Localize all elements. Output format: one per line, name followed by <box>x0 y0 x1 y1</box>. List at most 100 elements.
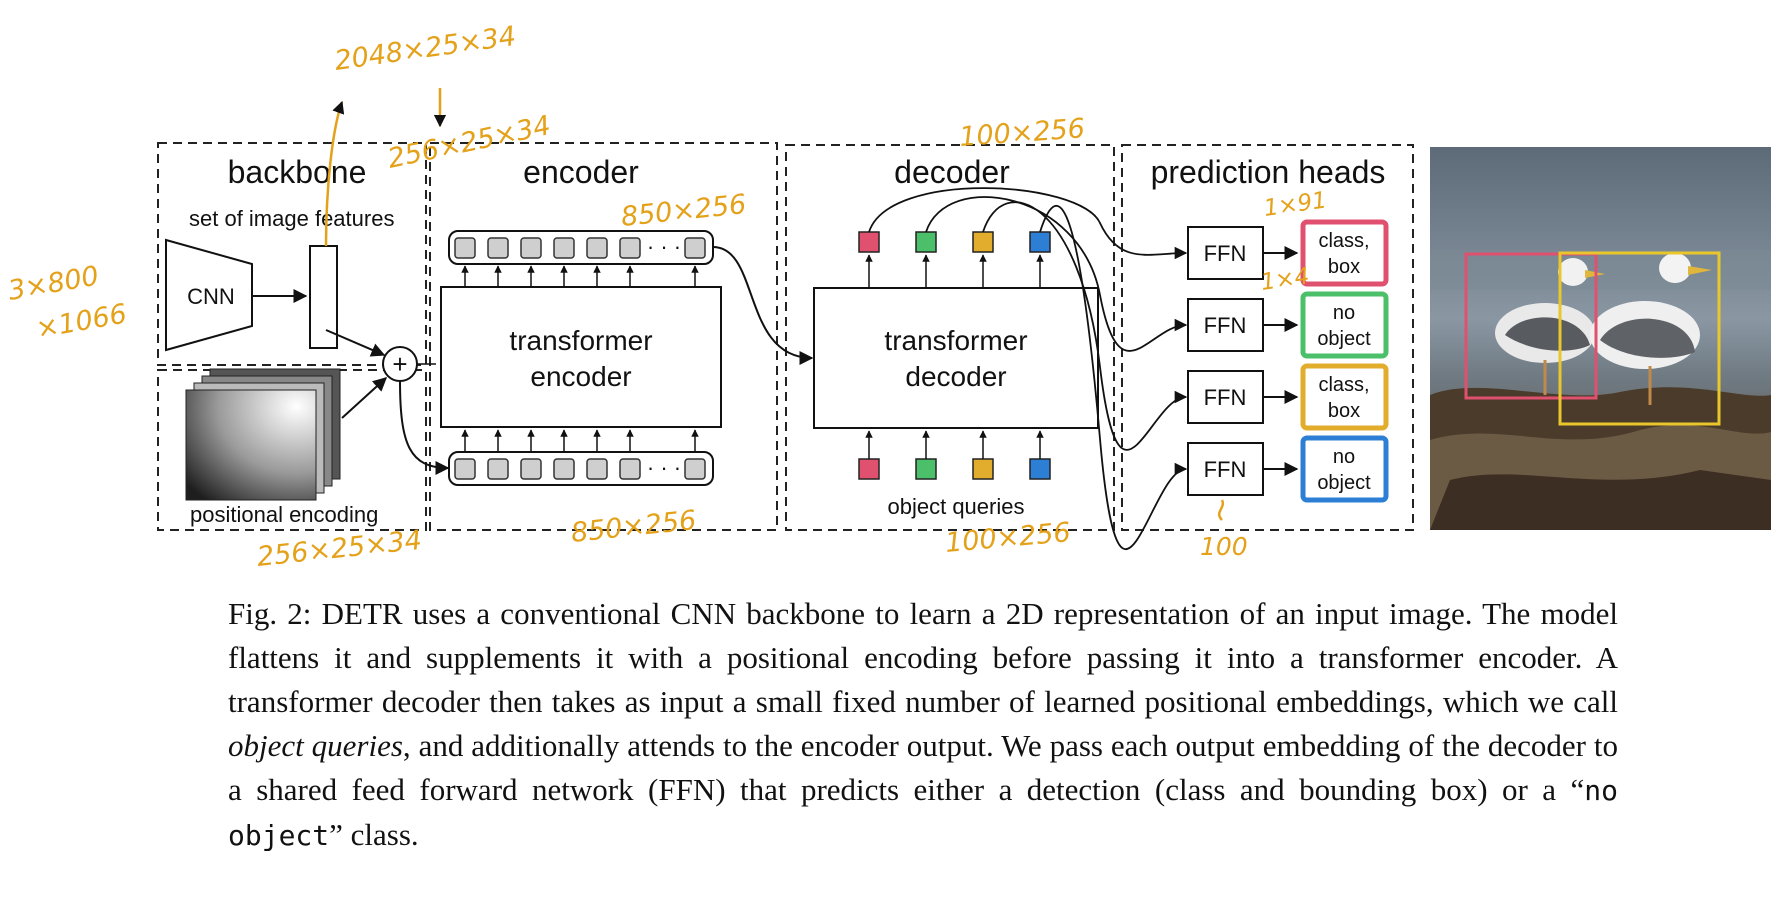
encoder-frame <box>429 142 778 531</box>
encoder-input-token <box>520 458 542 480</box>
caption-text-1: DETR uses a conventional CNN backbone to… <box>228 596 1618 719</box>
encoder-input-token <box>619 458 641 480</box>
ffn-box <box>1187 370 1264 424</box>
ffn-box <box>1187 226 1264 280</box>
image-features-label: set of image features <box>189 206 394 231</box>
transformer-encoder-label-1: transformer <box>509 325 652 356</box>
object-query <box>915 458 937 480</box>
encoder-bottom-ellipsis: · · · <box>647 455 681 480</box>
plus-to-tokens-arrow <box>399 380 450 475</box>
figure-caption: Fig. 2: DETR uses a conventional CNN bac… <box>228 592 1618 858</box>
hw-3x800: 3×800 <box>6 261 101 307</box>
object-query <box>972 458 994 480</box>
decoder-output-embedding <box>972 231 994 253</box>
transformer-decoder-label-2: decoder <box>905 361 1006 392</box>
caption-text-3: ” class. <box>329 817 419 852</box>
ffn-label: FFN <box>1204 313 1247 338</box>
prediction-output-box <box>1300 435 1389 503</box>
encoder-output-token <box>520 237 542 259</box>
encoder-output-token <box>454 237 476 259</box>
encoder-token-arrows <box>461 265 699 452</box>
encoder-output-token <box>487 237 509 259</box>
embedding-to-ffn-arrow <box>868 187 1188 260</box>
features-to-plus-arrow <box>325 329 386 357</box>
object-queries-label: object queries <box>888 494 1025 519</box>
section-frames <box>157 142 1414 531</box>
encoder-output-token-row <box>454 237 706 259</box>
decoder-output-embedding <box>915 231 937 253</box>
encoder-input-token <box>684 458 706 480</box>
backbone-frame <box>157 142 427 366</box>
hw-256x25x34-bottom: 256×25×34 <box>255 525 423 573</box>
caption-fig-label: Fig. 2: <box>228 596 312 631</box>
encoder-input-token <box>586 458 608 480</box>
hw-100x256-top: 100×256 <box>958 113 1086 153</box>
encoder-output-token <box>684 237 706 259</box>
decoder-frame <box>785 144 1115 531</box>
ffn-label: FFN <box>1204 241 1247 266</box>
encoder-title: encoder <box>523 154 639 190</box>
backbone-title: backbone <box>228 154 367 190</box>
prediction-output-line1: class, <box>1318 230 1369 252</box>
caption-text-2: , and additionally attends to the encode… <box>228 728 1618 807</box>
encoder-input-token <box>454 458 476 480</box>
prediction-output-box <box>1300 219 1389 287</box>
encoder-output-token <box>619 237 641 259</box>
prediction-output-box <box>1300 363 1389 431</box>
caption-no-object: no object <box>228 774 1618 852</box>
encoder-top-ellipsis: · · · <box>647 234 681 259</box>
object-query <box>1029 458 1051 480</box>
hw-850x256-top: 850×256 <box>619 189 747 233</box>
encoder-input-token-row <box>454 458 706 480</box>
cnn-label: CNN <box>187 284 235 309</box>
cnn-trapezoid <box>165 238 253 352</box>
embedding-to-ffn-arrow <box>925 196 1188 352</box>
caption-object-queries: object queries <box>228 728 403 763</box>
hw-850x256-bottom: 850×256 <box>569 505 697 549</box>
encoder-input-token <box>553 458 575 480</box>
positional-encoding-stack <box>185 368 341 501</box>
object-query <box>858 458 880 480</box>
photo-yellow-box <box>1558 251 1721 426</box>
prediction-output-line2: object <box>1317 472 1371 494</box>
embedding-to-ffn-arrow <box>1039 204 1188 551</box>
feature-map-bar <box>309 245 338 349</box>
hw-x1066: ×1066 <box>34 299 129 345</box>
hw-100: 100 <box>1200 532 1248 561</box>
hw-1x91: 1×91 <box>1262 187 1328 222</box>
hw-2048x25x34: 2048×25×34 <box>333 21 518 77</box>
hw-100x256-bottom: 100×256 <box>944 517 1072 559</box>
output-photo <box>1430 147 1771 530</box>
encoder-input-tokens <box>448 451 714 486</box>
decoder-title: decoder <box>894 154 1010 190</box>
prediction-output-line2: object <box>1317 328 1371 350</box>
prediction-heads-title: prediction heads <box>1151 154 1386 190</box>
plus-symbol: + <box>392 349 407 379</box>
positional-encoding-frame <box>157 369 427 531</box>
encoder-output-token <box>586 237 608 259</box>
ffn-label: FFN <box>1204 385 1247 410</box>
prediction-output-line2: box <box>1328 400 1360 422</box>
ffn-label: FFN <box>1204 457 1247 482</box>
encoder-to-decoder-arrow <box>712 246 814 365</box>
decoder-output-embedding <box>1029 231 1051 253</box>
prediction-output-box <box>1300 291 1389 359</box>
decoder-output-embedding <box>858 231 880 253</box>
prediction-heads-frame <box>1121 144 1414 531</box>
ffn-box <box>1187 442 1264 496</box>
decoder-query-slots <box>858 187 1188 551</box>
pos-to-plus-arrow <box>341 377 388 419</box>
transformer-decoder-label-1: transformer <box>884 325 1027 356</box>
transformer-encoder-box <box>440 286 722 428</box>
embedding-to-ffn-arrow <box>982 201 1188 451</box>
prediction-output-line1: class, <box>1318 374 1369 396</box>
prediction-output-line2: box <box>1328 256 1360 278</box>
hw-1x4: 1×4 <box>1259 263 1311 296</box>
positional-encoding-label: positional encoding <box>190 502 378 527</box>
architecture-diagram: backbone encoder decoder prediction head… <box>6 21 1771 573</box>
transformer-decoder-box <box>813 287 1099 429</box>
prediction-output-line1: no <box>1333 302 1355 324</box>
transformer-encoder-label-2: encoder <box>530 361 631 392</box>
